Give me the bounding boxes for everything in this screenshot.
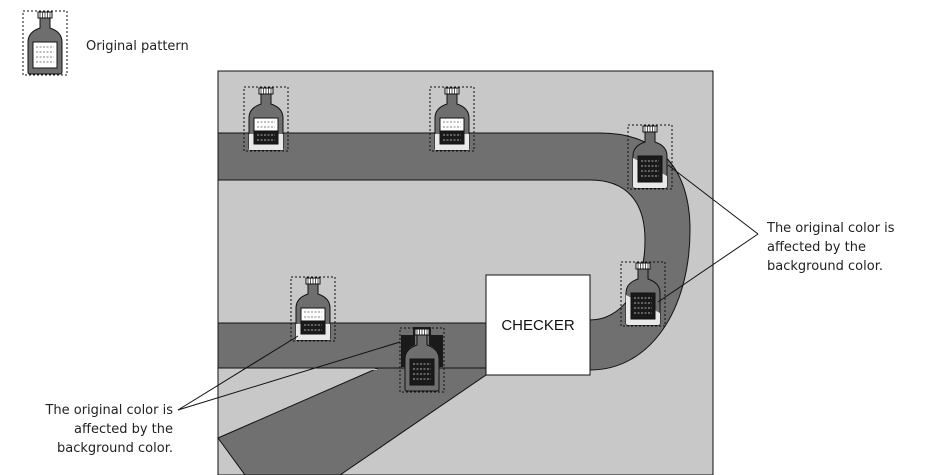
callout-left-line-1: The original color is xyxy=(44,403,173,418)
callout-lines-left xyxy=(177,335,401,411)
callout-left: The original color is affected by the ba… xyxy=(44,403,173,456)
checker-box: CHECKER xyxy=(485,274,591,376)
callout-lines-right xyxy=(657,164,759,303)
callout-right-line-3: background color. xyxy=(767,259,883,274)
callout-left-line-3: background color. xyxy=(57,441,173,456)
callout-left-line-2: affected by the xyxy=(74,422,173,437)
bottle-icon xyxy=(22,10,68,76)
checker-label: CHECKER xyxy=(501,317,575,334)
callout-right-line-1: The original color is xyxy=(766,221,895,236)
legend-label: Original pattern xyxy=(86,39,189,54)
bottle-diagonal xyxy=(399,327,445,393)
conveyor-middle xyxy=(217,322,487,369)
legend: Original pattern xyxy=(22,10,189,76)
callout-right-line-2: affected by the xyxy=(767,240,866,255)
callout-right: The original color is affected by the ba… xyxy=(766,221,895,274)
